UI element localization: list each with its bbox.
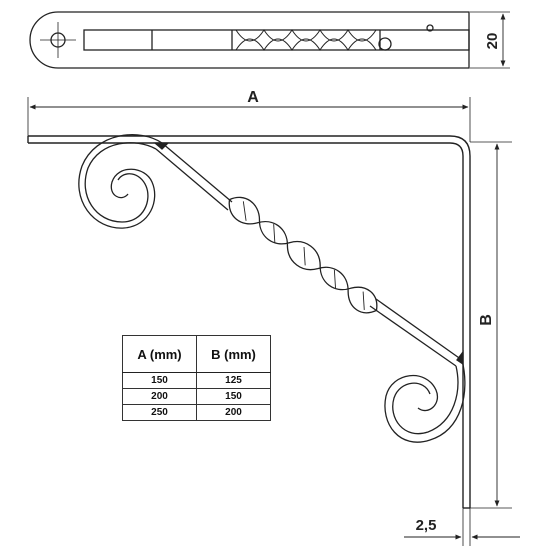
size-table-header-b: B (mm) — [196, 335, 271, 373]
size-table-cell-a: 150 — [122, 372, 197, 389]
size-table-header-a: A (mm) — [122, 335, 197, 373]
size-table-cell-b: 125 — [196, 372, 271, 389]
top-view-bar — [83, 29, 470, 51]
dimension-b — [470, 141, 512, 509]
size-table-row: 250 200 — [122, 404, 271, 421]
top-view — [29, 11, 510, 69]
brace-weld-bottom — [456, 350, 464, 366]
size-table-cell-b: 150 — [196, 388, 271, 405]
height-dimension-label: B — [478, 314, 495, 326]
thickness-dimension-label: 2,5 — [416, 517, 437, 534]
width-dimension-label: 20 — [484, 33, 501, 50]
size-table-cell-a: 200 — [122, 388, 197, 405]
bracket-outer-edge — [28, 135, 471, 508]
brace-twist — [228, 196, 378, 314]
diagonal-brace — [153, 142, 464, 367]
length-dimension-label: A — [247, 89, 259, 106]
size-table-cell-b: 200 — [196, 404, 271, 421]
top-view-rivet — [426, 24, 434, 32]
size-table-header-row: A (mm) B (mm) — [122, 335, 271, 373]
top-view-scroll-end — [378, 37, 392, 51]
dimension-thickness — [404, 508, 520, 546]
brace-edge-lower — [369, 305, 457, 367]
brace-edge-lower — [155, 148, 229, 211]
top-view-twist — [235, 29, 377, 51]
size-table-cell-a: 250 — [122, 404, 197, 421]
bracket-inner-edge — [28, 142, 464, 508]
scroll-top-left — [78, 134, 163, 229]
brace-edge-upper — [161, 142, 233, 203]
dimension-a — [27, 97, 471, 142]
bracket-frame — [27, 135, 471, 509]
brace-edge-upper — [375, 298, 463, 361]
size-table-row: 150 125 — [122, 372, 271, 389]
scroll-bottom-right — [384, 359, 466, 443]
size-table-row: 200 150 — [122, 388, 271, 405]
size-table: A (mm) B (mm) 150 125 200 150 250 200 — [122, 335, 271, 421]
top-view-outline — [29, 11, 470, 69]
